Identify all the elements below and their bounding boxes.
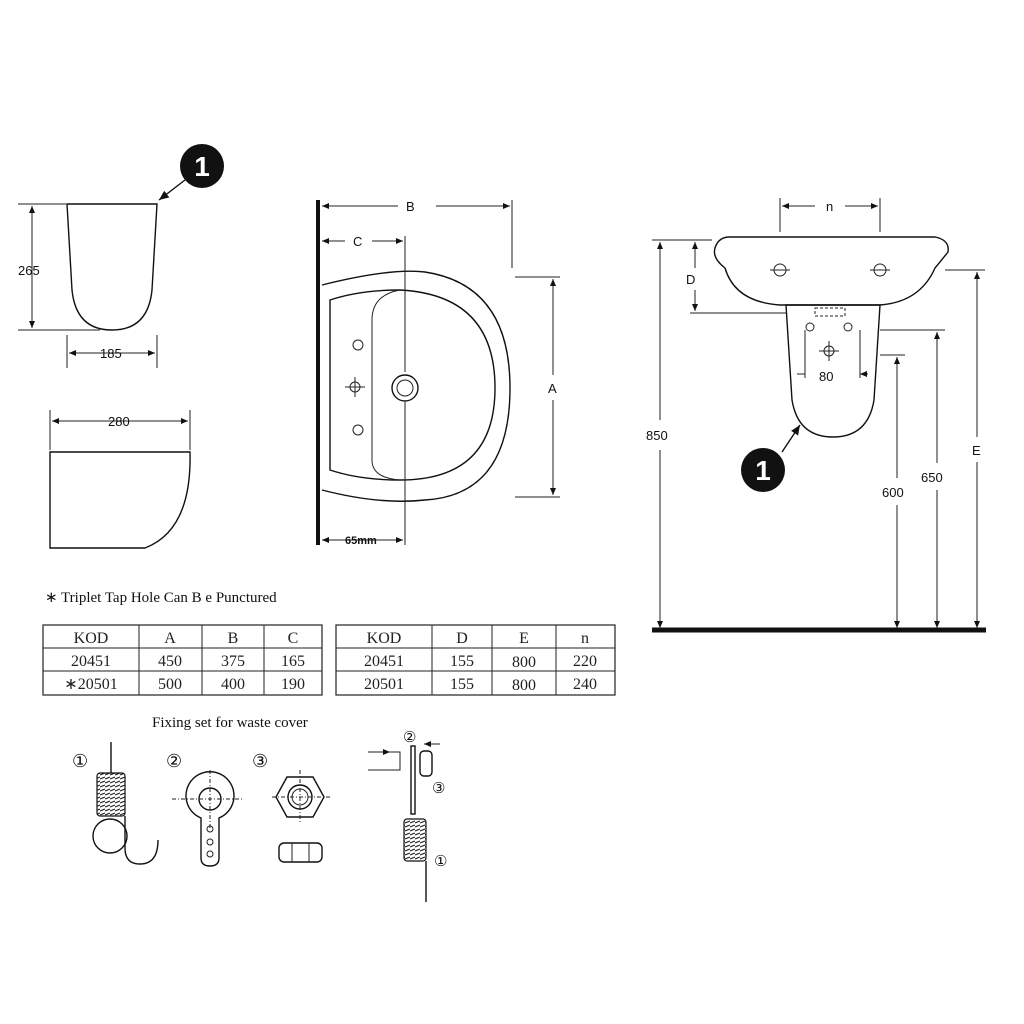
washer-plate-part — [172, 770, 244, 867]
pedestal-height-label: 265 — [18, 263, 40, 278]
callout-number: 1 — [755, 455, 771, 486]
table-header: B — [228, 630, 239, 647]
table-cell: 20451 — [364, 653, 404, 670]
assembly-view: ② ③ ① — [368, 730, 447, 902]
table-header: C — [288, 630, 299, 647]
table-cell: 20501 — [364, 676, 404, 693]
table-header: D — [456, 630, 468, 647]
dim-C-label: C — [353, 234, 362, 249]
table-cell: 800 — [512, 654, 536, 671]
table-header: A — [164, 630, 176, 647]
table-header: KOD — [367, 630, 402, 647]
pedestal-depth-label: 280 — [108, 414, 130, 429]
callout-number: 1 — [194, 151, 210, 182]
tap-holes — [345, 339, 365, 436]
dim-80-label: 80 — [819, 369, 833, 384]
dimension-table-2: KOD D E n 20451 155 800 220 20501 155 80… — [335, 624, 616, 696]
part-number: ② — [166, 751, 182, 771]
fixing-title: Fixing set for waste cover — [152, 715, 308, 731]
table-cell: 400 — [221, 676, 245, 693]
table-cell: 165 — [281, 653, 305, 670]
pedestal-side-view: 280 — [49, 410, 191, 549]
table-cell: 190 — [281, 676, 305, 693]
basin-top-view: B C A 65mm — [316, 199, 560, 547]
dim-850-label: 850 — [646, 428, 668, 443]
dim-E-label: E — [972, 443, 981, 458]
table-header: E — [519, 630, 529, 647]
spring-hook-part — [92, 742, 159, 865]
part-number: ③ — [432, 781, 445, 797]
dim-65mm-label: 65mm — [345, 535, 377, 547]
dim-D-label: D — [686, 272, 695, 287]
table-header: KOD — [74, 630, 109, 647]
callout-badge — [180, 144, 224, 188]
dim-B-label: B — [406, 199, 415, 214]
table-cell: 240 — [573, 676, 597, 693]
callout-badge — [741, 448, 785, 492]
table-cell: 450 — [158, 653, 182, 670]
table-cell: 220 — [573, 653, 597, 670]
part-number: ① — [434, 854, 447, 870]
table-cell: 155 — [450, 676, 474, 693]
table-cell: 155 — [450, 653, 474, 670]
table-cell: 375 — [221, 653, 245, 670]
dimension-table-1: KOD A B C 20451 450 375 165 ∗20501 500 4… — [42, 624, 323, 696]
dim-650-label: 650 — [921, 470, 943, 485]
table-header: n — [581, 630, 589, 647]
pedestal-front-view: 265 185 1 — [18, 144, 224, 368]
fixing-set: Fixing set for waste cover ① ② ③ ② — [72, 715, 447, 902]
pedestal-width-label: 185 — [100, 346, 122, 361]
table-cell: 500 — [158, 676, 182, 693]
dim-n-label: n — [826, 199, 833, 214]
dim-A-label: A — [548, 381, 557, 396]
hex-nut-part — [272, 770, 330, 863]
part-number: ② — [403, 730, 416, 746]
basin-front-view: n 850 D 80 600 650 E 1 — [646, 198, 986, 633]
table-cell: 20451 — [71, 653, 111, 670]
part-number: ③ — [252, 751, 268, 771]
table-cell: ∗20501 — [64, 676, 117, 693]
table-cell: 800 — [512, 677, 536, 694]
note-text: ∗ Triplet Tap Hole Can B e Punctured — [45, 590, 277, 606]
part-number: ① — [72, 751, 88, 771]
dim-600-label: 600 — [882, 485, 904, 500]
